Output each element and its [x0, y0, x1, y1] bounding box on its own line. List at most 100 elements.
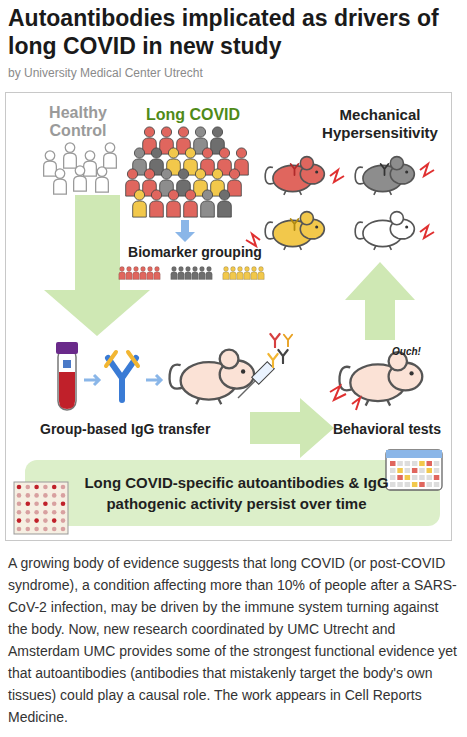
calendar-cell: [405, 461, 411, 466]
group-label: Long COVID: [128, 106, 258, 124]
right-arrow: [250, 398, 334, 458]
person: [150, 190, 164, 217]
dot: [26, 485, 31, 490]
person: [74, 166, 87, 191]
dot: [61, 527, 66, 532]
calendar-cell: [412, 482, 418, 487]
small-arrow: [175, 220, 195, 242]
byline: by University Medical Center Utrecht: [8, 66, 203, 80]
person: [230, 267, 236, 280]
dot: [43, 485, 48, 490]
group-label: Healthy Control: [28, 104, 128, 140]
body-paragraph: A growing body of evidence suggests that…: [8, 552, 460, 728]
calendar-cell: [405, 475, 411, 480]
person: [126, 267, 132, 280]
dot: [26, 493, 31, 498]
person: [84, 151, 97, 176]
dot: [52, 493, 57, 498]
person: [228, 169, 242, 196]
calendar-cell: [427, 482, 433, 487]
calendar-header: [386, 450, 442, 458]
dot: [43, 518, 48, 523]
person: [201, 190, 215, 217]
calendar-cell: [427, 475, 433, 480]
person: [147, 267, 153, 280]
calendar-body: [386, 450, 442, 490]
dot: [26, 527, 31, 532]
mouse: [355, 157, 414, 195]
syringe: [238, 362, 274, 398]
calendar-cell: [390, 475, 396, 480]
calendar-cell: [412, 461, 418, 466]
person: [119, 267, 125, 280]
mouse: [170, 350, 255, 405]
calendar-cell: [412, 475, 418, 480]
headline: Autoantibodies implicated as drivers of …: [8, 4, 460, 60]
calendar-cell: [434, 461, 440, 466]
mouse: [355, 212, 414, 250]
antibody: [291, 164, 299, 175]
dot: [52, 527, 57, 532]
antibody: [268, 354, 277, 367]
step-label: Biomarker grouping: [110, 244, 280, 260]
long-covid-crowd: [126, 127, 249, 217]
person: [237, 267, 243, 280]
person: [44, 151, 57, 176]
dot: [34, 518, 39, 523]
antibody: [278, 350, 287, 363]
summary-band: Long COVID-specific autoantibodies & IgG…: [25, 460, 440, 526]
calendar-cell: [427, 468, 433, 473]
dot: [43, 510, 48, 515]
step-label: Group-based IgG transfer: [40, 421, 255, 437]
person: [258, 267, 264, 280]
dot: [43, 493, 48, 498]
person: [54, 169, 67, 194]
mouse: [339, 352, 422, 406]
step-label: Behavioral tests: [322, 421, 452, 437]
calendar-cell: [434, 468, 440, 473]
dot: [34, 493, 39, 498]
person: [133, 190, 147, 217]
small-arrow: [146, 375, 161, 385]
exclamation: Ouch!: [392, 346, 421, 357]
dot: [43, 527, 48, 532]
dot: [61, 493, 66, 498]
dot: [34, 485, 39, 490]
antibody: [291, 219, 299, 230]
figure-frame: [6, 93, 452, 541]
step-label: Mechanical Hypersensitivity: [305, 106, 455, 142]
person: [64, 143, 77, 168]
antibody: [381, 164, 389, 175]
person: [184, 190, 198, 217]
antibody: [270, 334, 279, 347]
calendar-cell: [419, 475, 425, 480]
dot: [34, 510, 39, 515]
calendar-cell: [427, 461, 433, 466]
dot: [26, 510, 31, 515]
person: [154, 267, 160, 280]
dot: [61, 510, 66, 515]
calendar-cell: [397, 468, 403, 473]
pain-marks: [330, 386, 360, 410]
dot: [52, 518, 57, 523]
person: [218, 190, 232, 217]
dot-grid-frame: [14, 482, 68, 534]
dot: [52, 502, 57, 507]
person: [178, 267, 184, 280]
summary-band-ground: [25, 460, 440, 526]
person: [140, 267, 146, 280]
up-arrow: [345, 262, 415, 340]
biomarker-groups: [119, 267, 264, 280]
person: [171, 267, 177, 280]
dot: [61, 518, 66, 523]
dot: [61, 485, 66, 490]
calendar-cell: [419, 468, 425, 473]
dot: [43, 502, 48, 507]
dot: [26, 502, 31, 507]
person: [96, 167, 109, 192]
person: [206, 267, 212, 280]
calendar-cell: [419, 482, 425, 487]
person: [223, 267, 229, 280]
calendar-cell: [390, 482, 396, 487]
mouse: [265, 157, 324, 195]
